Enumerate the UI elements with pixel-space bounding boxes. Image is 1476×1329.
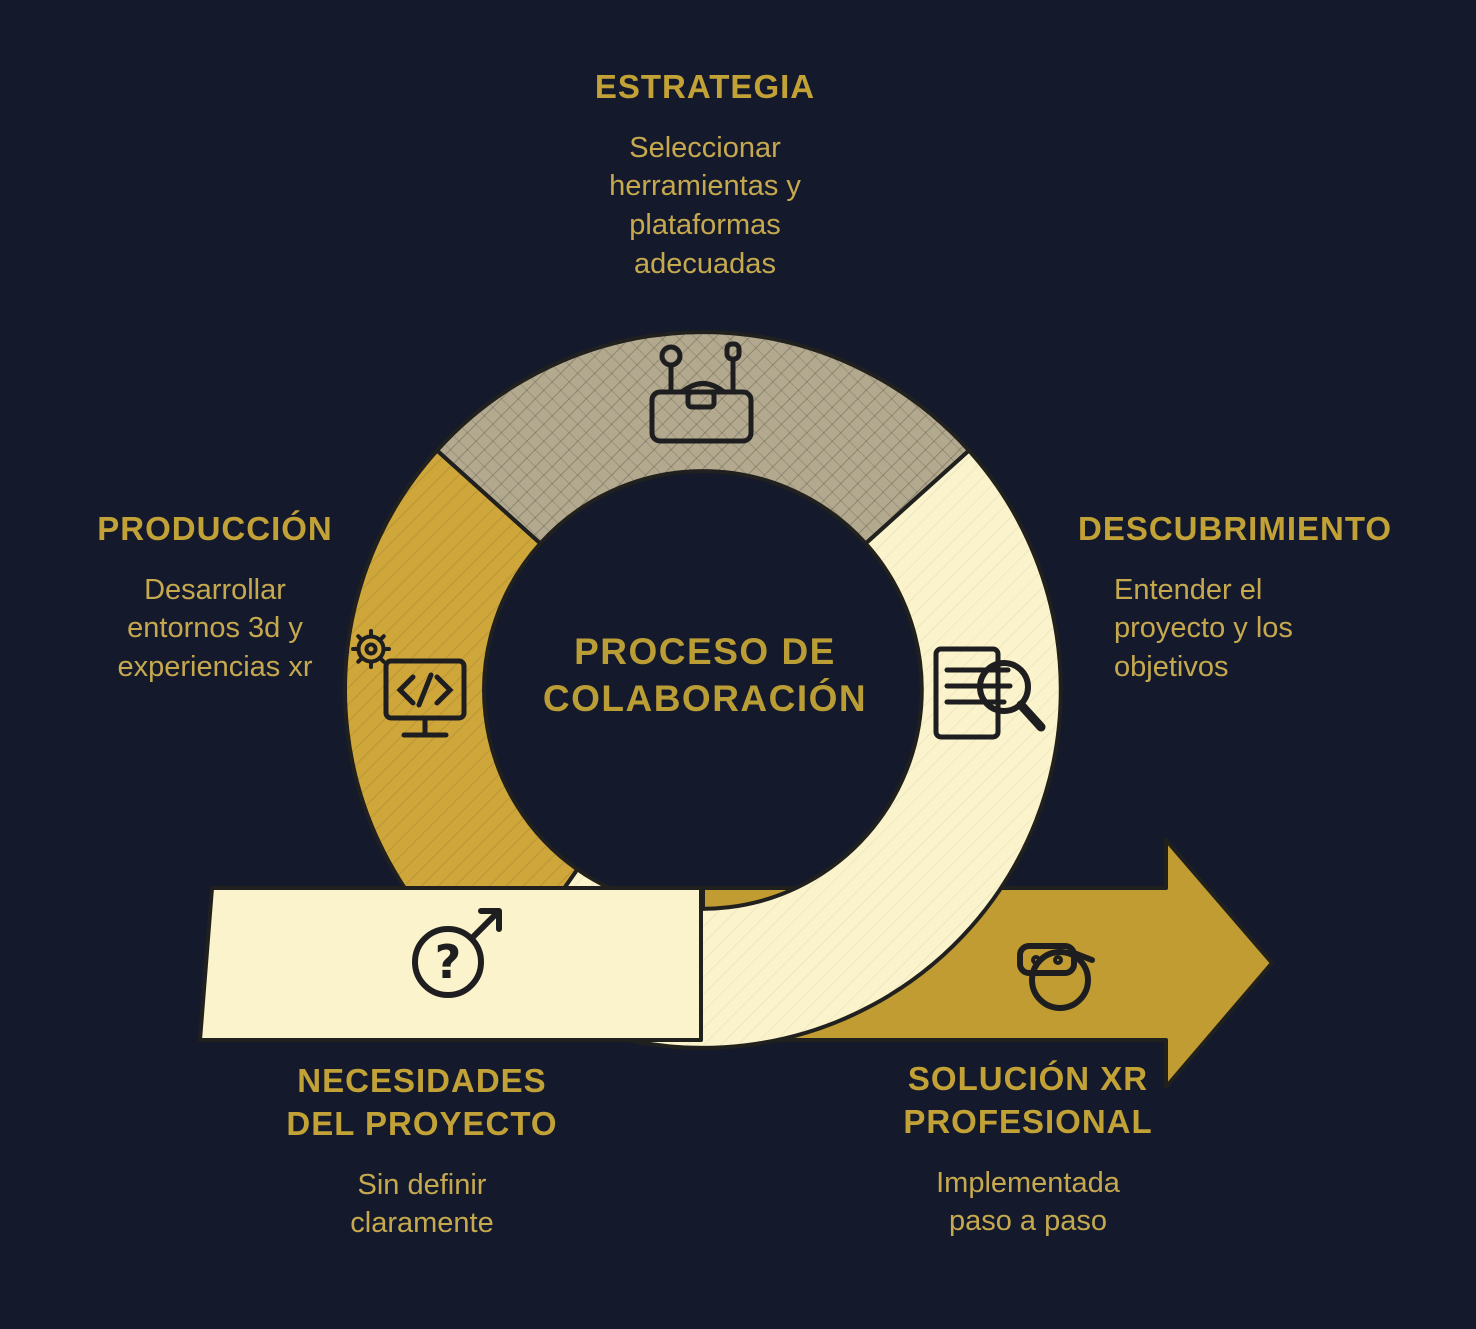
needs-bar (198, 886, 703, 1042)
document-magnifier-icon (933, 646, 1046, 740)
stage-solucion: SOLUCIÓN XR PROFESIONAL Implementada pas… (903, 1058, 1152, 1241)
stage-estrategia: ESTRATEGIA Seleccionar herramientas y pl… (595, 66, 815, 283)
stage-produccion-description: Desarrollar entornos 3d y experiencias x… (117, 573, 313, 684)
toolbox-icon (649, 341, 754, 444)
stage-estrategia-title: ESTRATEGIA (594, 68, 816, 105)
hatch-overlay-estrategia-cross (437, 332, 969, 544)
question-mark-glyph: ? (435, 935, 462, 989)
stage-solucion-description: Implementada paso a paso (936, 1166, 1120, 1238)
diagram-center-title: PROCESO DE COLABORACIÓN (542, 631, 868, 720)
stage-necesidades-title: NECESIDADES DEL PROYECTO (286, 1062, 558, 1142)
stage-descubrimiento: DESCUBRIMIENTO Entender el proyecto y lo… (1078, 508, 1392, 687)
question-arrow-icon: ? (412, 908, 502, 998)
code-monitor-gear-icon (351, 629, 467, 738)
stage-estrategia-description: Seleccionar herramientas y plataformas a… (609, 131, 801, 280)
hatch-overlay-descubrimiento (497, 450, 1061, 1048)
vr-headset-icon (1017, 943, 1095, 1011)
gear-icon (351, 629, 391, 669)
stage-descubrimiento-title: DESCUBRIMIENTO (1078, 510, 1393, 547)
stage-necesidades: NECESIDADES DEL PROYECTO Sin definir cla… (286, 1060, 557, 1243)
stage-produccion-title: PRODUCCIÓN (97, 510, 333, 547)
stage-descubrimiento-description: Entender el proyecto y los objetivos (1114, 573, 1293, 684)
stage-necesidades-description: Sin definir claramente (350, 1168, 494, 1240)
stage-produccion: PRODUCCIÓN Desarrollar entornos 3d y exp… (97, 508, 333, 687)
stage-solucion-title: SOLUCIÓN XR PROFESIONAL (903, 1060, 1153, 1140)
